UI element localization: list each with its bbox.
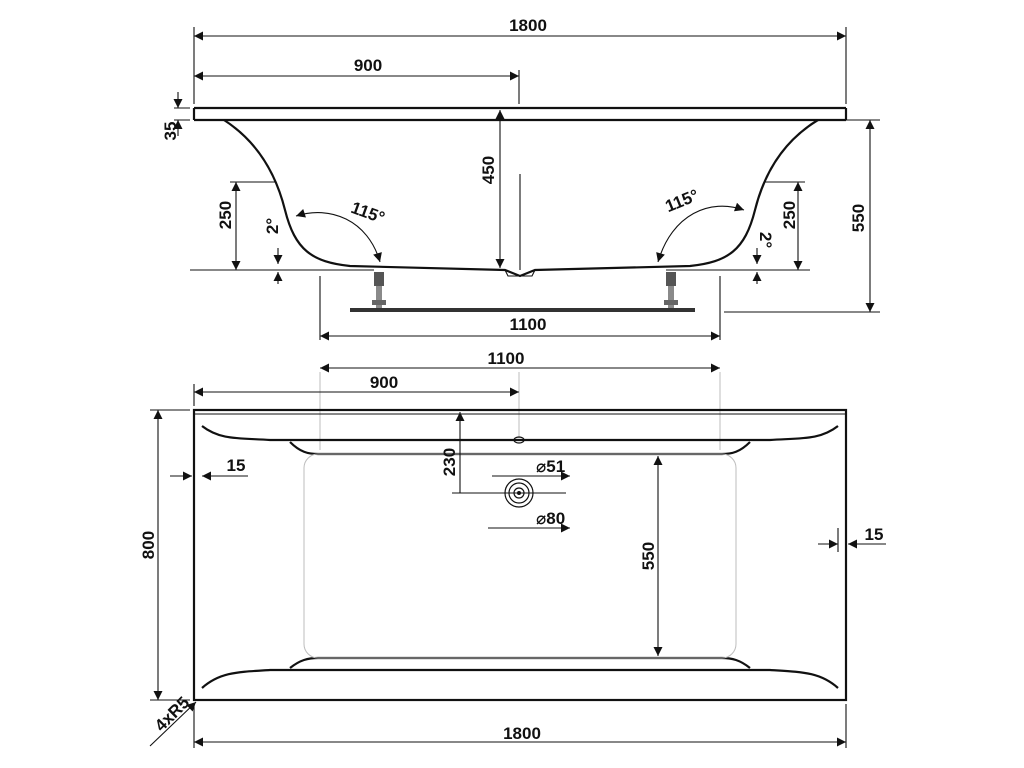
side-tub-body [223,119,819,278]
side-slope-right-label: 2° [756,232,775,248]
side-rim-label: 35 [161,122,180,141]
drain-large-diameter-label: ⌀80 [536,509,565,528]
top-rim-right-label: 15 [865,525,884,544]
top-upper-basin-contour [201,425,839,442]
side-view: 1800 900 35 450 550 250 250 2° 2° 115° [161,16,880,341]
top-drain-offset-y-label: 230 [440,448,459,476]
top-drain-offset-x-label: 900 [370,373,398,392]
side-extension-lines [174,27,880,313]
side-wall-angle-left-label: 115° [349,198,388,228]
top-upper-basin-step [289,441,751,456]
side-length-label: 1800 [509,16,547,35]
drain-small-diameter-label: ⌀51 [536,457,565,476]
side-rim [192,106,848,122]
top-basin-floor [303,453,737,659]
side-half-length-label: 900 [354,56,382,75]
top-total-length-extension [193,704,847,748]
side-leg-spacing-extension [319,276,721,340]
top-view: 1100 900 230 ⌀51 ⌀80 550 800 15 15 [139,349,886,748]
side-height-label: 550 [849,204,868,232]
top-lower-basin-step [289,656,751,669]
overflow-hole [513,436,525,444]
top-rim-left-label: 15 [227,456,246,475]
top-total-width-extension [150,409,190,701]
corner-radius-leader [149,701,197,747]
side-leg-spacing-label: 1100 [510,315,547,334]
side-drain-outlet [504,269,536,277]
side-depth-label: 450 [479,156,498,184]
top-basin-width-label: 550 [639,542,658,570]
top-outer-rim [192,408,848,702]
side-floor-plate [350,308,695,312]
side-wall-angle-left-arc [295,208,382,263]
corner-radius-label: 4xR5 [151,693,193,735]
side-inner-height-right-label: 250 [780,201,799,229]
side-inner-height-left-label: 250 [216,201,235,229]
side-leg-right [664,272,678,308]
side-wall-angle-right-label: 115° [663,186,702,217]
top-total-width-label: 800 [139,531,158,559]
top-total-length-label: 1800 [503,724,541,743]
top-lower-basin-contour [201,668,839,689]
side-leg-left [372,272,386,308]
side-slope-left-label: 2° [263,218,282,234]
side-wall-angle-right-arc [656,202,745,263]
top-leg-spacing-label: 1100 [488,349,525,368]
